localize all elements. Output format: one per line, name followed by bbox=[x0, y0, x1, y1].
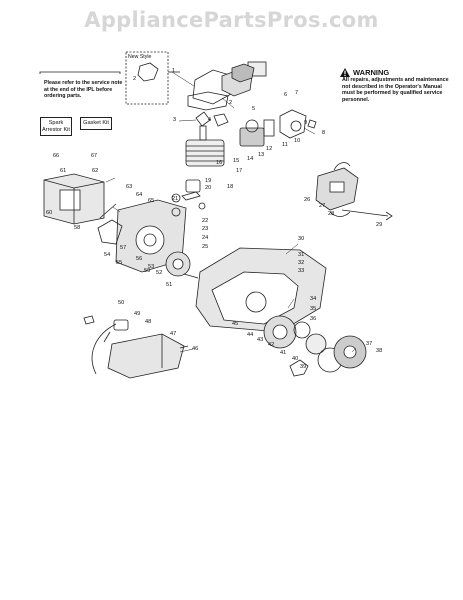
kit-number: 67 bbox=[91, 153, 98, 159]
part-label: 31 bbox=[298, 252, 305, 258]
warning-title: WARNING bbox=[353, 68, 390, 77]
kit-name: Spark Arrestor Kit bbox=[42, 120, 70, 133]
watermark: AppliancePartsPros.com bbox=[84, 8, 379, 32]
part-label: 38 bbox=[376, 348, 383, 354]
part-label: 57 bbox=[120, 245, 127, 251]
part-label: 61 bbox=[60, 168, 67, 174]
warning-box: WARNING All repairs, adjustments and mai… bbox=[340, 68, 450, 103]
part-label: 13 bbox=[258, 152, 265, 158]
air-filter-assembly bbox=[187, 61, 267, 111]
part-label: 21 bbox=[172, 196, 179, 202]
part-label: 39 bbox=[300, 364, 307, 370]
part-label: 23 bbox=[202, 226, 209, 232]
part-label: 60 bbox=[46, 210, 53, 216]
part-label: 58 bbox=[74, 225, 81, 231]
part-label: 53 bbox=[148, 264, 155, 270]
part-label: 47 bbox=[170, 331, 177, 337]
part-label: 50 bbox=[118, 300, 125, 306]
fuel-line-assembly bbox=[83, 315, 189, 379]
part-label: 18 bbox=[227, 184, 234, 190]
part-label: 52 bbox=[156, 270, 163, 276]
service-note: Please refer to the service note at the … bbox=[44, 80, 123, 100]
part-label: 28 bbox=[328, 211, 335, 217]
part-label: 35 bbox=[310, 306, 317, 312]
part-label: 64 bbox=[136, 192, 143, 198]
part-label: 59 bbox=[144, 268, 151, 274]
part-label: 51 bbox=[166, 282, 173, 288]
part-label: 24 bbox=[202, 235, 209, 241]
part-label: 37 bbox=[366, 341, 373, 347]
part-label: 2 bbox=[229, 100, 233, 106]
part-label: 12 bbox=[266, 146, 273, 152]
part-label: 3 bbox=[173, 117, 177, 123]
part-label: 2 bbox=[133, 76, 137, 82]
part-label: 5 bbox=[252, 106, 256, 112]
part-label: 63 bbox=[126, 184, 133, 190]
new-style-part bbox=[137, 62, 159, 82]
part-label: 26 bbox=[304, 197, 311, 203]
clutch-assembly bbox=[263, 315, 367, 377]
part-label: 45 bbox=[232, 321, 239, 327]
ignition-module bbox=[315, 162, 393, 221]
carburetor-assembly bbox=[239, 109, 317, 147]
crankcase-assembly bbox=[97, 193, 187, 273]
gasket-kit-box: Gasket Kit bbox=[80, 117, 112, 130]
warning-text: All repairs, adjustments and maintenance… bbox=[342, 77, 449, 103]
part-label: 33 bbox=[298, 268, 305, 274]
part-label: 65 bbox=[148, 198, 155, 204]
part-label: 4 bbox=[208, 117, 212, 123]
part-label: 34 bbox=[310, 296, 317, 302]
part-label: 7 bbox=[295, 90, 299, 96]
part-label: 14 bbox=[247, 156, 254, 162]
fuel-tank-housing bbox=[195, 247, 327, 333]
part-label: 36 bbox=[310, 316, 317, 322]
part-label: 15 bbox=[233, 158, 240, 164]
part-label: 42 bbox=[268, 342, 275, 348]
piston-assembly bbox=[181, 179, 206, 210]
part-label: 16 bbox=[216, 160, 223, 166]
part-label: 8 bbox=[322, 130, 326, 136]
part-label: 11 bbox=[282, 142, 288, 148]
part-label: 25 bbox=[202, 244, 209, 250]
kit-number: 66 bbox=[53, 153, 60, 159]
new-style-label: New Style bbox=[128, 54, 152, 60]
part-label: 32 bbox=[298, 260, 305, 266]
part-label: 9 bbox=[304, 120, 308, 126]
new-style-box bbox=[125, 51, 169, 105]
part-label: 54 bbox=[104, 252, 111, 258]
leader-lines bbox=[105, 71, 357, 353]
starter-assembly bbox=[165, 251, 199, 279]
part-label: 49 bbox=[134, 311, 141, 317]
spark-arrestor-kit-box: Spark Arrestor Kit bbox=[40, 117, 72, 137]
part-label: 6 bbox=[284, 92, 288, 98]
part-label: 29 bbox=[376, 222, 383, 228]
warning-triangle-icon bbox=[340, 68, 350, 77]
cylinder-assembly bbox=[185, 111, 229, 167]
muffler-assembly bbox=[43, 173, 105, 225]
note-bracket bbox=[39, 71, 121, 74]
part-label: 56 bbox=[136, 256, 143, 262]
part-label: 27 bbox=[319, 203, 326, 209]
part-label: 30 bbox=[298, 236, 305, 242]
part-label: 1 bbox=[172, 68, 176, 74]
part-label: 19 bbox=[205, 178, 212, 184]
part-label: 62 bbox=[92, 168, 99, 174]
part-label: 22 bbox=[202, 218, 209, 224]
part-label: 20 bbox=[205, 185, 212, 191]
part-label: 55 bbox=[116, 260, 123, 266]
part-label: 17 bbox=[236, 168, 243, 174]
part-label: 10 bbox=[294, 138, 301, 144]
part-label: 46 bbox=[192, 346, 199, 352]
part-label: 41 bbox=[280, 350, 287, 356]
kit-name: Gasket Kit bbox=[83, 120, 109, 126]
part-label: 48 bbox=[145, 319, 152, 325]
warning-header: WARNING bbox=[340, 68, 450, 77]
part-label: 44 bbox=[247, 332, 254, 338]
part-label: 40 bbox=[292, 356, 299, 362]
part-label: 43 bbox=[257, 337, 264, 343]
